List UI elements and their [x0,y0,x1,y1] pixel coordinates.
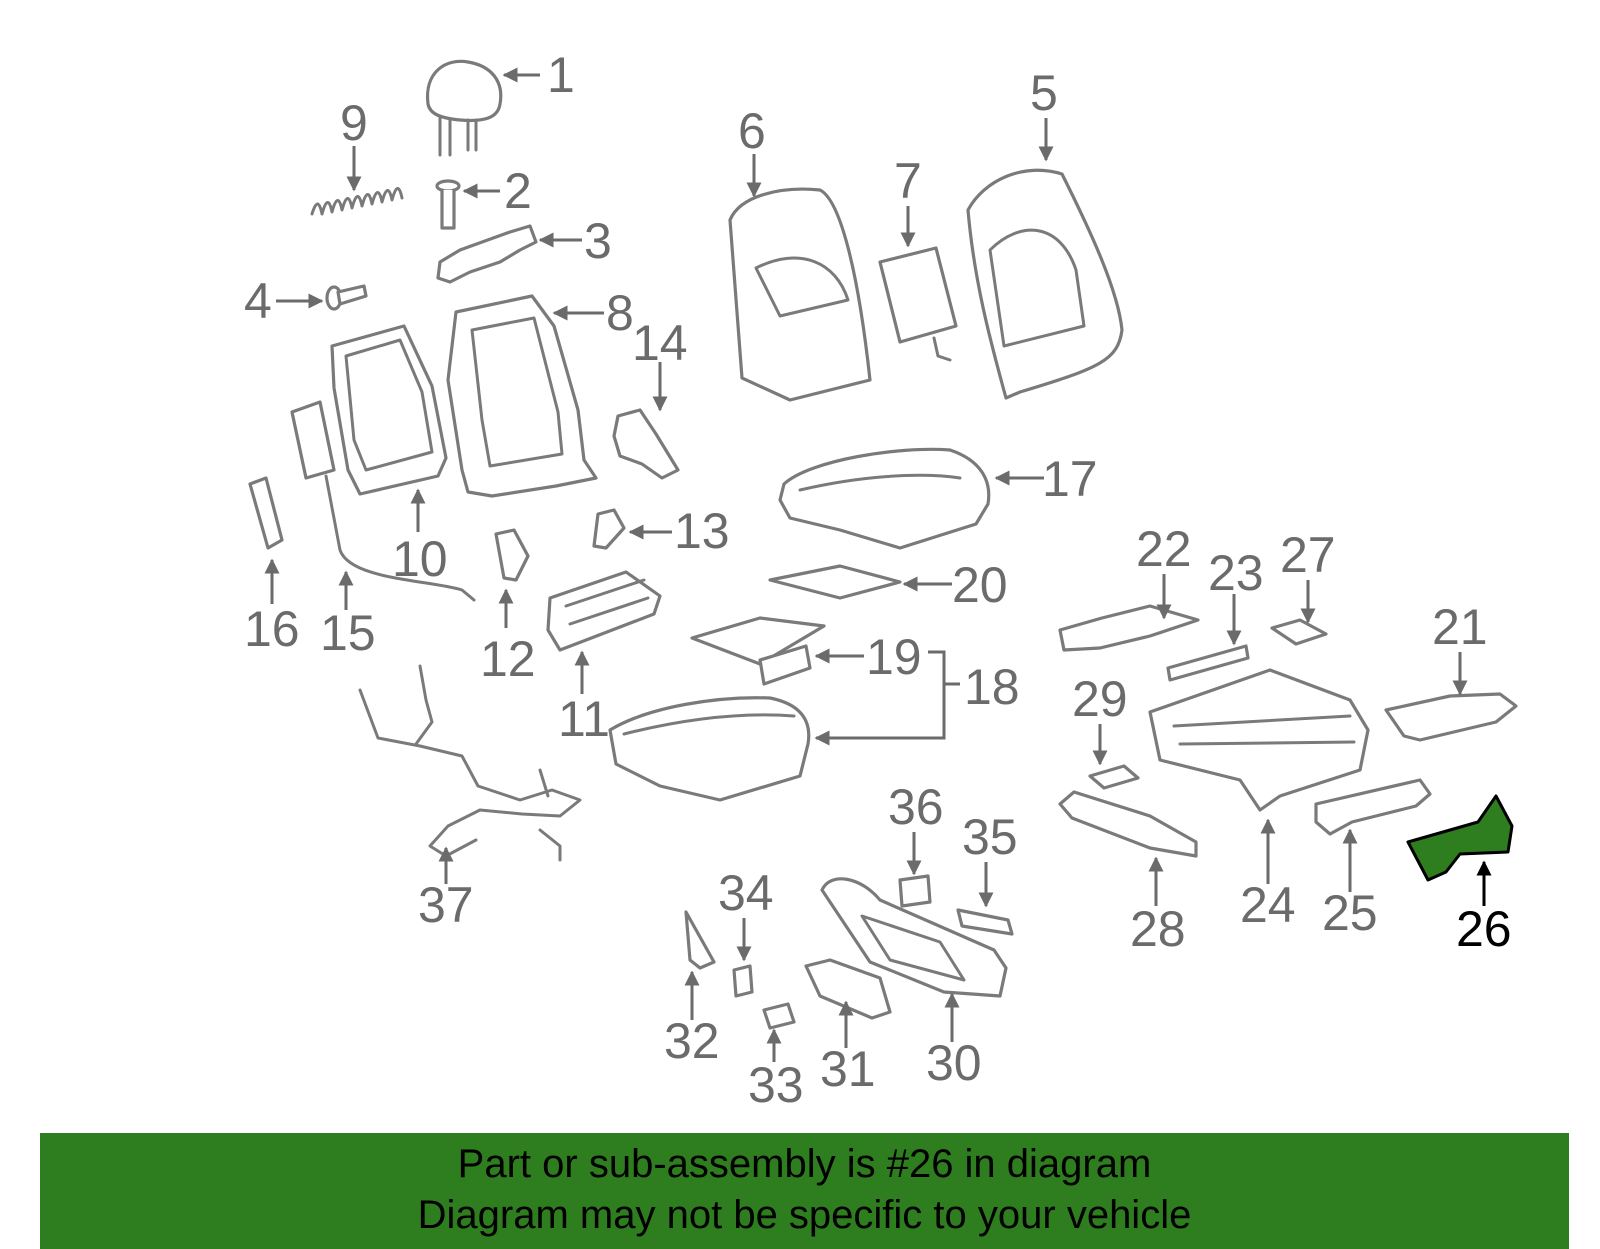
callout-16: 16 [244,601,300,657]
callout-3: 3 [584,213,612,269]
callout-4: 4 [244,273,272,329]
part-34-knob [732,964,754,998]
callout-30: 30 [926,1035,982,1091]
part-24-track [1148,668,1370,812]
part-20-mat [768,564,902,600]
callout-19: 19 [866,629,922,685]
part-27-bracket [1270,618,1328,646]
callout-22: 22 [1136,521,1192,577]
callout-7: 7 [894,153,922,209]
part-25-rail [1314,778,1432,836]
part-31-switch-panel [804,958,892,1020]
callout-33: 33 [748,1057,804,1113]
part-drawings [248,59,1518,1030]
info-banner: Part or sub-assembly is #26 in diagram D… [40,1133,1569,1249]
leader-lines [264,67,1492,1062]
part-17-cushion-cover [778,447,991,550]
callout-25: 25 [1322,885,1378,941]
callout-34: 34 [718,865,774,921]
callout-28: 28 [1130,901,1186,957]
callout-13: 13 [674,503,730,559]
part-37-harness-branch [414,664,562,862]
part-8-frame [446,294,598,498]
part-22-frame [1058,604,1200,652]
callout-29: 29 [1072,671,1128,727]
part-29-pad [1088,764,1140,790]
callout-8: 8 [606,285,634,341]
part-28-cover [1058,790,1198,858]
part-13-clip [592,508,626,550]
part-7-pad [878,246,958,362]
part-1-headrest [425,59,503,157]
part-32-trim [684,910,716,970]
part-9-spring [310,187,404,216]
banner-line-disclaimer: Diagram may not be specific to your vehi… [417,1193,1192,1237]
callout-15: 15 [320,605,376,661]
part-23-rod [1166,644,1250,682]
callout-21: 21 [1432,599,1488,655]
part-30-side-panel [820,877,1008,998]
callout-14: 14 [632,315,688,371]
part-35-switch [956,908,1014,936]
part-14-cover [612,408,680,480]
banner-line-part: Part or sub-assembly is #26 in diagram [457,1142,1152,1186]
callout-20: 20 [952,557,1008,613]
part-11-module [546,570,662,652]
callout-24: 24 [1240,877,1296,933]
callout-9: 9 [340,95,368,151]
callout-36: 36 [888,779,944,835]
part-37-harness [358,688,582,858]
callout-37: 37 [418,877,474,933]
callout-31: 31 [820,1041,876,1097]
part-18-cushion [608,696,811,802]
part-21-cover [1384,692,1518,742]
part-12-cover [494,528,530,582]
part-16-trim [248,476,284,550]
part-4-bolt [325,284,368,311]
callout-18: 18 [964,659,1020,715]
callout-11: 11 [558,691,610,747]
callout-32: 32 [664,1013,720,1069]
part-26-shield-highlighted [1406,794,1514,882]
part-10-back-panel [330,324,448,496]
callout-27: 27 [1280,527,1336,583]
callout-6: 6 [738,103,766,159]
part-3-bracket [436,224,538,284]
part-5-seat-back [966,168,1124,400]
callout-23: 23 [1208,545,1264,601]
callout-numbers: 1 2 3 4 5 6 7 8 9 10 11 12 13 14 15 16 1… [244,47,1512,1113]
part-15-sensor [290,400,476,602]
callout-12: 12 [480,631,536,687]
callout-10: 10 [392,531,448,587]
callout-1: 1 [547,47,575,103]
part-6-back-cover [728,187,872,402]
callout-5: 5 [1030,65,1058,121]
part-33-knob [762,1002,796,1030]
callout-26-highlighted: 26 [1456,901,1512,957]
callout-2: 2 [504,163,532,219]
part-19-pad [690,616,826,686]
part-2-guide [435,179,461,230]
callout-35: 35 [962,809,1018,865]
callout-17: 17 [1042,451,1098,507]
part-36-switch [898,874,932,908]
